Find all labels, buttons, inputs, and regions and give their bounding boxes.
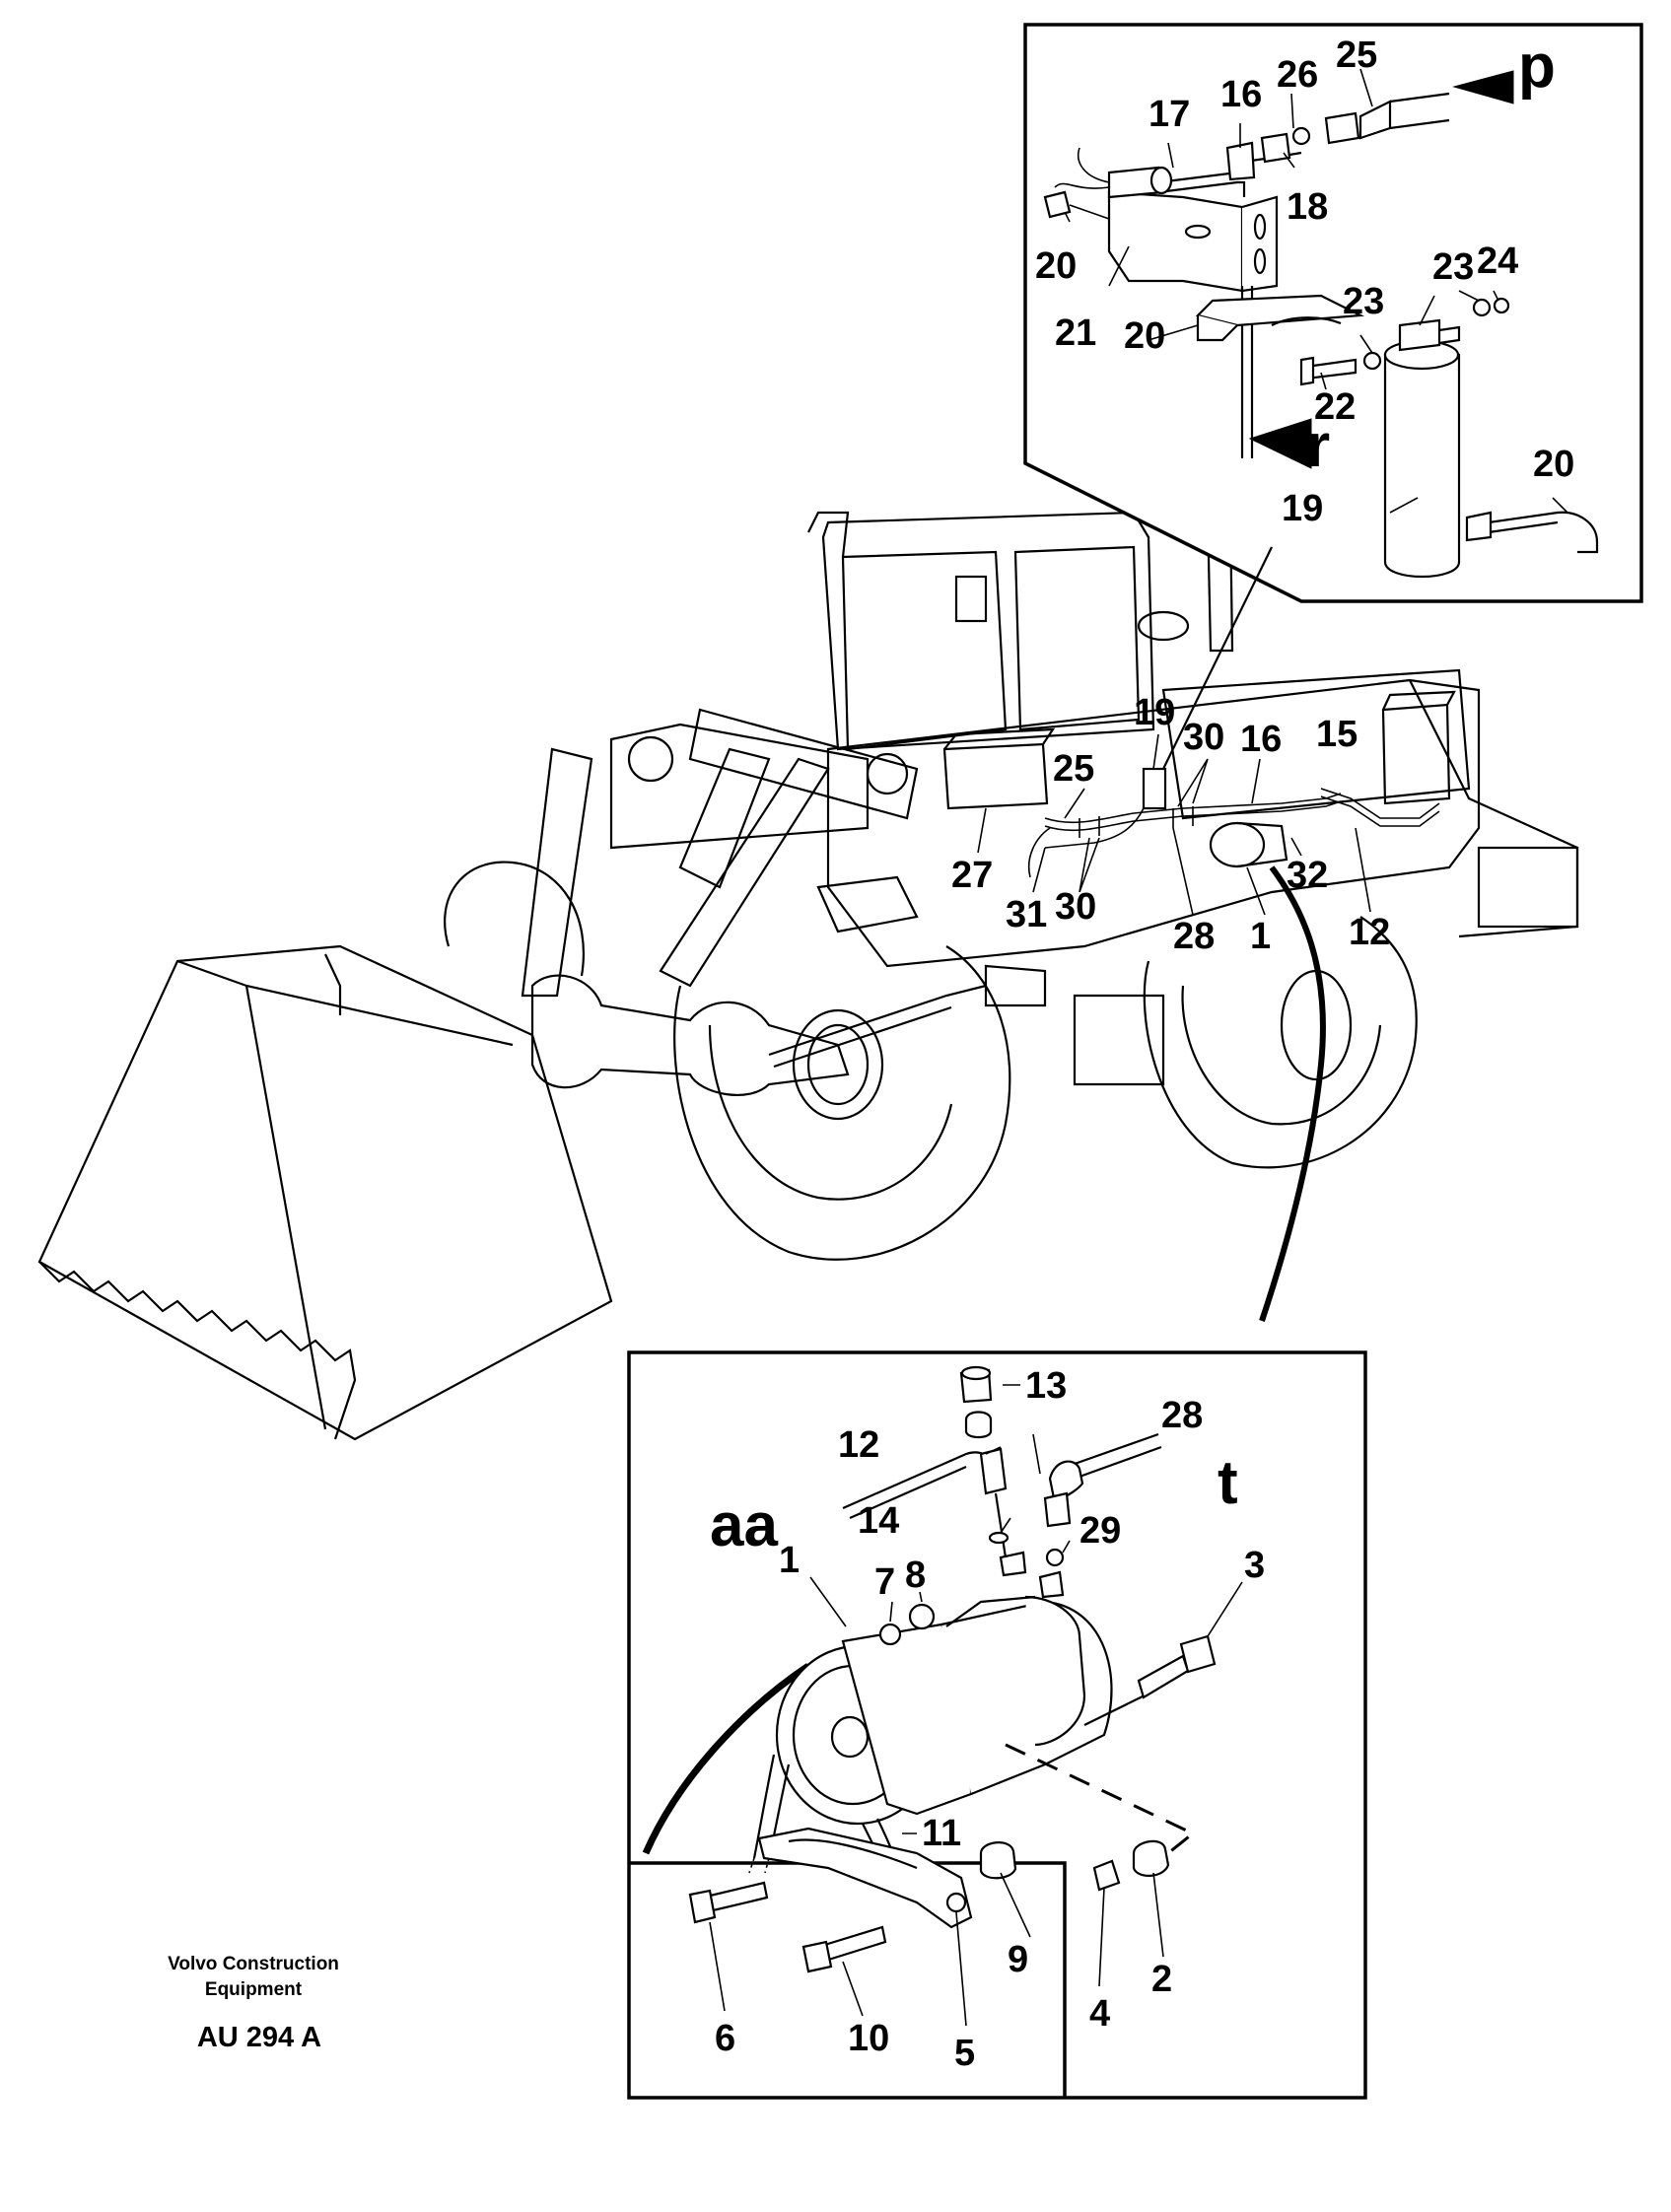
- callout-3: 3: [1244, 1545, 1265, 1586]
- callout-17: 17: [1149, 94, 1190, 135]
- view-label-r: r: [1306, 412, 1330, 480]
- callout-21: 21: [1055, 312, 1096, 354]
- callout-16: 16: [1240, 719, 1282, 760]
- callout-23: 23: [1343, 281, 1384, 322]
- callout-27: 27: [951, 855, 993, 896]
- callout-20: 20: [1124, 315, 1165, 357]
- callout-6: 6: [715, 2018, 735, 2059]
- callout-24: 24: [1477, 241, 1518, 282]
- callout-9: 9: [1008, 1939, 1028, 1980]
- callouts-machine: 19 30 16 15 25 27 31 30 28 1 32 12: [951, 692, 1390, 957]
- callout-11: 11: [922, 1813, 961, 1854]
- callout-8: 8: [905, 1555, 926, 1596]
- callout-31: 31: [1006, 894, 1047, 935]
- callout-16: 16: [1220, 74, 1262, 115]
- callout-25: 25: [1053, 748, 1094, 790]
- callout-1: 1: [779, 1540, 800, 1581]
- credit-company-line2: Equipment: [205, 1979, 303, 2000]
- callouts-bottom-inset: 13 28 12 aa 14 t 29 1 7 8 3 11 9 2 6 10 …: [710, 1365, 1265, 2074]
- drawing-code: AU 294 A: [197, 2022, 321, 2053]
- callout-20: 20: [1533, 444, 1574, 485]
- bottom-inset-compressor-view: [627, 1350, 1367, 2100]
- callout-32: 32: [1287, 855, 1328, 896]
- credit-block: Volvo Construction Equipment AU 294 A: [168, 1954, 339, 2053]
- credit-company: Volvo Construction: [168, 1954, 339, 1974]
- callouts-top-inset: 25 p 26 16 17 18 20 23 24 23 21 20 22 r …: [1035, 33, 1574, 529]
- callout-15: 15: [1316, 714, 1358, 755]
- callout-13: 13: [1025, 1365, 1067, 1407]
- callout-7: 7: [874, 1561, 895, 1603]
- callout-30: 30: [1055, 886, 1096, 928]
- callout-23: 23: [1432, 246, 1474, 288]
- callout-5: 5: [954, 2033, 975, 2074]
- view-label-t: t: [1218, 1449, 1238, 1517]
- callout-14: 14: [858, 1500, 899, 1542]
- callout-1: 1: [1250, 916, 1271, 957]
- top-inset-receiver-drier-view: [1023, 23, 1643, 770]
- callout-19: 19: [1134, 692, 1175, 733]
- callout-26: 26: [1277, 54, 1318, 96]
- callout-18: 18: [1287, 186, 1328, 228]
- callout-10: 10: [848, 2018, 889, 2059]
- callout-4: 4: [1089, 1993, 1110, 2035]
- callout-28: 28: [1173, 916, 1215, 957]
- callout-20: 20: [1035, 245, 1077, 287]
- view-arrow-r: [1248, 418, 1312, 469]
- callout-29: 29: [1079, 1510, 1121, 1552]
- wheel-loader-illustration: [37, 500, 1579, 1441]
- callout-12: 12: [838, 1424, 879, 1466]
- view-arrow-p: [1452, 70, 1514, 104]
- callout-19: 19: [1282, 488, 1323, 529]
- callout-30: 30: [1183, 717, 1224, 758]
- callout-22: 22: [1314, 386, 1356, 428]
- callout-12: 12: [1349, 912, 1390, 953]
- view-label-aa: aa: [710, 1491, 778, 1559]
- callout-25: 25: [1336, 35, 1377, 76]
- callout-28: 28: [1161, 1395, 1203, 1436]
- callout-2: 2: [1151, 1959, 1172, 2000]
- view-label-p: p: [1518, 33, 1556, 101]
